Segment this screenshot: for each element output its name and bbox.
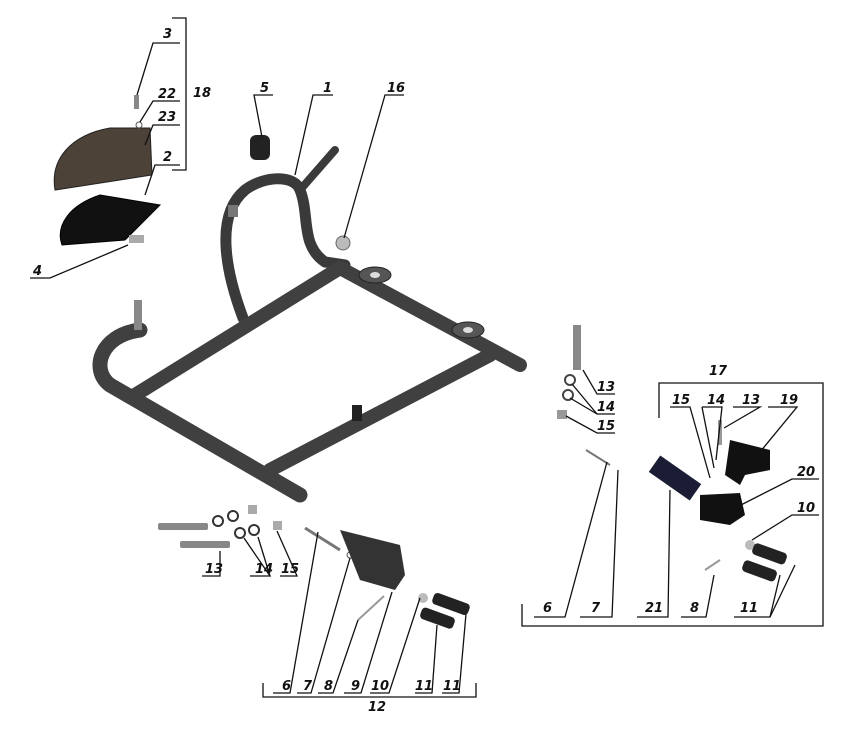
frame-part bbox=[92, 146, 527, 503]
callout-20: 20 bbox=[797, 465, 816, 480]
leader-lines bbox=[30, 17, 824, 698]
callout-6: 6 bbox=[543, 601, 553, 616]
callout-22: 22 bbox=[158, 87, 177, 102]
callout-11: 11 bbox=[443, 679, 462, 694]
footrest-parts bbox=[304, 526, 470, 629]
bushing-icon bbox=[250, 135, 270, 160]
callout-23: 23 bbox=[158, 110, 177, 125]
callout-15: 15 bbox=[672, 393, 691, 408]
callout-6: 6 bbox=[282, 679, 292, 694]
callout-5: 5 bbox=[260, 81, 270, 96]
callout-2: 2 bbox=[163, 150, 173, 165]
callout-14: 14 bbox=[707, 393, 726, 408]
callout-21: 21 bbox=[645, 601, 664, 616]
callout-10: 10 bbox=[797, 501, 816, 516]
callout-8: 8 bbox=[690, 601, 700, 616]
pad-assembly bbox=[53, 95, 162, 246]
callout-14: 14 bbox=[597, 400, 616, 415]
screw-icon bbox=[134, 95, 139, 109]
callout-7: 7 bbox=[591, 601, 601, 616]
callout-14: 14 bbox=[255, 562, 274, 577]
callout-13: 13 bbox=[597, 380, 616, 395]
callout-3: 3 bbox=[163, 27, 173, 42]
callout-17: 17 bbox=[709, 364, 728, 379]
callout-12: 12 bbox=[368, 700, 387, 715]
pedal-parts bbox=[557, 325, 787, 582]
callout-7: 7 bbox=[303, 679, 313, 694]
callout-16: 16 bbox=[387, 81, 406, 96]
callout-4: 4 bbox=[33, 264, 43, 279]
callout-11: 11 bbox=[415, 679, 434, 694]
callout-8: 8 bbox=[324, 679, 334, 694]
bolt-set-left bbox=[158, 505, 282, 548]
callout-15: 15 bbox=[597, 419, 616, 434]
clip-icon bbox=[129, 235, 144, 243]
callout-18: 18 bbox=[193, 86, 212, 101]
callout-19: 19 bbox=[780, 393, 799, 408]
callout-15: 15 bbox=[281, 562, 300, 577]
cap-nut-icon bbox=[335, 235, 351, 251]
washer-icon bbox=[135, 121, 143, 129]
callout-13: 13 bbox=[205, 562, 224, 577]
callout-9: 9 bbox=[351, 679, 361, 694]
callout-1: 1 bbox=[323, 81, 333, 96]
callout-13: 13 bbox=[742, 393, 761, 408]
callout-10: 10 bbox=[371, 679, 390, 694]
callout-11: 11 bbox=[740, 601, 759, 616]
